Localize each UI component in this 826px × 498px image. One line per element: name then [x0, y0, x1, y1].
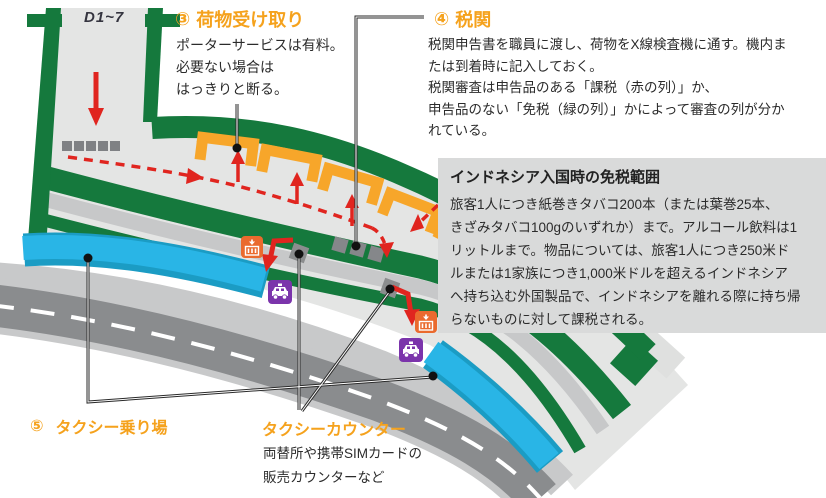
terminal-stripe-green-a [37, 164, 632, 420]
taxi-counter-heading: タクシーカウンター [262, 416, 406, 440]
text-line: 税関審査は申告品のある「課税（赤の列）」か、 [428, 80, 718, 95]
taxi-counter-note: 両替所や携帯SIMカードの販売カウンターなど [263, 442, 422, 490]
text-line: たは到着時に記入しておく。 [428, 58, 603, 74]
taxi-counter-title: タクシーカウンター [262, 422, 407, 439]
exit-gate-icon [415, 311, 437, 333]
customs-note: 税関申告書を職員に渡し、荷物をX線検査機に通す。機内または到着時に記入しておく。… [428, 34, 824, 142]
exit-gate-icon [241, 236, 263, 258]
text-line: ルまたは1家族につき1,000米ドルを超えるインドネシア [450, 266, 788, 281]
immigration-counters [62, 141, 120, 151]
text-line: はっきりと断る。 [176, 81, 288, 97]
text-line: 税関申告書を職員に渡し、荷物をX線検査機に通す。機内ま [428, 37, 787, 52]
baggage-claim-title: 荷物受け取り [196, 10, 305, 30]
taxi-curb-left [22, 232, 271, 298]
text-line: へ持ち込む外国製品で、インドネシアを離れる際に持ち帰 [450, 289, 801, 304]
customs-title: 税関 [455, 10, 492, 30]
text-line: 販売カウンターなど [263, 470, 385, 485]
corridor-right-cap [145, 14, 180, 27]
terminal-stripe-gray [38, 190, 610, 435]
text-line: ポーターサービスは有料。 [176, 37, 344, 53]
corridor-right-wall [143, 8, 163, 122]
text-line: リットルまで。物品については、旅客1人につき250米ド [450, 243, 790, 258]
text-line: らないものに対して課税される。 [450, 312, 653, 327]
taxi-stand-heading: ⑤ タクシー乗り場 [30, 414, 168, 438]
corridor-left-cap [27, 14, 62, 27]
duty-free-box-title: インドネシア入国時の免税範囲 [450, 169, 661, 186]
taxi-counter-icon [399, 338, 423, 362]
baggage-claim-heading: ③ 荷物受け取り [175, 6, 304, 32]
baggage-claim-note: ポーターサービスは有料。必要ない場合ははっきりと断る。 [176, 34, 344, 100]
callout-lines [83, 15, 438, 412]
step-number-4: ④ [434, 8, 450, 29]
text-line: 必要ない場合は [176, 59, 274, 75]
step-number-5: ⑤ [30, 418, 44, 435]
customs-heading: ④ 税関 [434, 6, 491, 32]
step-number-3: ③ [175, 8, 191, 29]
taxi-stand-title: タクシー乗り場 [55, 420, 168, 437]
duty-free-box-body: 旅客1人につき紙巻きタバコ200本（または葉巻25本、きざみタバコ100gのいず… [450, 193, 814, 331]
text-line: 旅客1人につき紙巻きタバコ200本（または葉巻25本、 [450, 197, 779, 212]
taxi-counter-icon [268, 280, 292, 304]
text-line: きざみタバコ100gのいずれか）まで。アルコール飲料は1 [450, 220, 798, 235]
text-line: 両替所や携帯SIMカードの [263, 446, 423, 461]
corridor-left-wall [28, 8, 61, 240]
passenger-flow-arrows [67, 72, 457, 326]
gate-range-label: D1~7 [84, 9, 125, 26]
text-line: 申告品のない「免税（緑の列）」かによって審査の列が分か [428, 101, 785, 117]
callout-dots [83, 143, 438, 381]
duty-free-info-box: インドネシア入国時の免税範囲 旅客1人につき紙巻きタバコ200本（または葉巻25… [438, 158, 826, 333]
text-line: れている。 [428, 123, 496, 138]
taxi-curb-right [423, 340, 564, 473]
